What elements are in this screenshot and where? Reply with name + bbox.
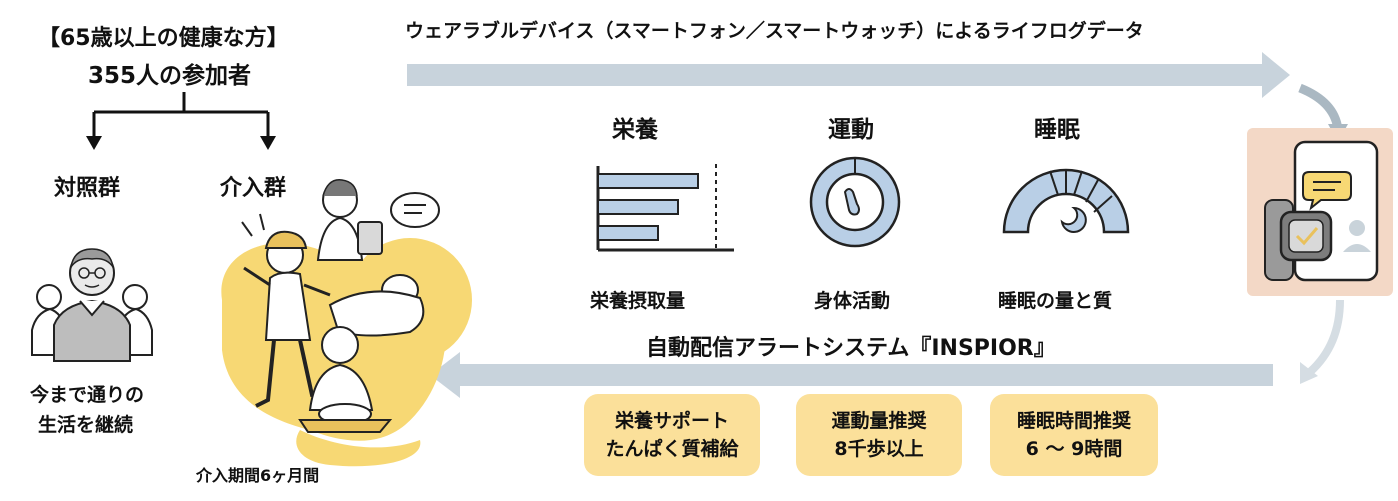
lifelog-title: ウェアラブルデバイス（スマートフォン／スマートウォッチ）によるライフログデータ [405,20,1144,42]
sleep-gauge-icon [1002,168,1130,234]
recommendation-line1: 栄養サポート [614,410,729,432]
smartwatch-phone-icon [1264,140,1379,282]
device-panel [1247,128,1393,296]
control-desc-line2: 生活を継続 [38,414,134,436]
control-desc-line1: 今まで通りの [30,384,145,406]
metric-heading-nutrition: 栄養 [612,117,658,143]
lifelog-arrow [407,52,1290,98]
metric-heading-exercise: 運動 [828,117,874,143]
alert-system-title: 自動配信アラートシステム『INSPIOR』 [646,336,1056,361]
participant-condition: 【65歳以上の健康な方】 [38,26,289,51]
metric-heading-sleep: 睡眠 [1034,117,1080,143]
recommendation-line1: 睡眠時間推奨 [1016,410,1131,432]
recommendation-nutrition: 栄養サポート たんぱく質補給 [584,394,760,476]
donut-chart-icon [809,156,901,248]
recommendation-line1: 運動量推奨 [831,410,927,432]
bar-chart-icon [596,164,734,252]
curve-arrow-top [1298,83,1343,131]
intervention-group-label: 介入群 [220,176,287,201]
group-split-tree [92,92,270,138]
metric-caption-sleep: 睡眠の量と質 [998,290,1113,312]
alert-arrow [430,352,1273,398]
recommendation-line2: 6 ～ 9時間 [1025,438,1123,460]
recommendation-line2: 8千歩以上 [834,438,924,460]
intervention-period: 介入期間6ヶ月間 [196,466,320,485]
metric-caption-nutrition: 栄養摂取量 [590,290,686,312]
metric-caption-exercise: 身体活動 [814,290,891,312]
elderly-person-icon [31,248,153,362]
recommendation-sleep: 睡眠時間推奨 6 ～ 9時間 [990,394,1158,476]
recommendation-line2: たんぱく質補給 [605,438,739,460]
control-group-label: 対照群 [54,176,121,201]
active-seniors-illustration [241,179,440,433]
curve-arrow-bottom [1307,299,1344,375]
recommendation-exercise: 運動量推奨 8千歩以上 [796,394,962,476]
participant-count: 355人の参加者 [88,63,252,89]
